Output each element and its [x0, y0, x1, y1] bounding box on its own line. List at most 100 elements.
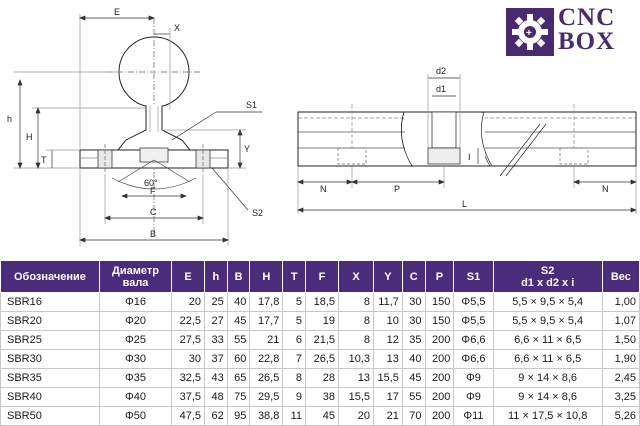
- technical-drawing: E X h H T Y S1 S2 60°: [7, 7, 637, 246]
- label-E: E: [114, 7, 120, 17]
- cell-E: 47,5: [171, 406, 206, 426]
- cell-F: 19: [305, 311, 339, 331]
- cell-B: 55: [226, 330, 251, 350]
- cell-P: 200: [424, 368, 455, 388]
- cell-H: 29,5: [249, 387, 284, 407]
- col-X: X: [337, 260, 375, 293]
- cell-E: 37,5: [171, 387, 206, 407]
- cell-B: 40: [226, 292, 251, 312]
- cell-Y: 10: [373, 311, 403, 331]
- cell-S1: Φ9: [453, 387, 494, 407]
- cell-H: 26,5: [249, 368, 284, 388]
- label-C: C: [150, 207, 157, 217]
- gear-icon: +: [506, 8, 554, 56]
- cell-F: 38: [305, 387, 339, 407]
- cell-S2: 6,6 × 11 × 6,5: [492, 349, 603, 369]
- cell-C: 55: [401, 387, 426, 407]
- cell-B: 45: [226, 311, 251, 331]
- cell-S1: Φ9: [453, 368, 494, 388]
- label-F: F: [150, 186, 156, 196]
- cell-weight: 1,00: [601, 292, 640, 312]
- cell-C: 40: [401, 349, 426, 369]
- cell-Y: 11,7: [373, 292, 403, 312]
- col-H: H: [249, 260, 284, 293]
- cell-name: SBR16: [0, 292, 100, 312]
- cell-Y: 15,5: [373, 368, 403, 388]
- cell-d: Φ30: [98, 349, 173, 369]
- label-h: h: [7, 114, 12, 124]
- cell-E: 20: [171, 292, 206, 312]
- cell-E: 27,5: [171, 330, 206, 350]
- col-S1: S1: [453, 260, 494, 293]
- cell-S2: 6,6 × 11 × 6,5: [492, 330, 603, 350]
- cell-S2: 5,5 × 9,5 × 5,4: [492, 311, 603, 331]
- label-angle: 60°: [144, 178, 158, 188]
- cell-weight: 2,45: [601, 368, 640, 388]
- cell-P: 150: [424, 311, 455, 331]
- cell-S1: Φ11: [453, 406, 494, 426]
- cell-h: 27: [204, 311, 228, 331]
- label-H: H: [26, 132, 33, 142]
- cell-S2: 9 × 14 × 8,6: [492, 387, 603, 407]
- col-Y: Y: [373, 260, 403, 293]
- logo-line-1: CNC: [558, 4, 616, 31]
- cell-H: 22,8: [249, 349, 284, 369]
- label-P: P: [394, 184, 400, 194]
- label-X: X: [174, 23, 180, 33]
- logo-line-2: BOX: [558, 28, 616, 55]
- label-L: L: [462, 199, 467, 209]
- cell-h: 43: [204, 368, 228, 388]
- cell-Y: 17: [373, 387, 403, 407]
- cell-F: 21,5: [305, 330, 339, 350]
- cell-name: SBR25: [0, 330, 100, 350]
- cell-h: 37: [204, 349, 228, 369]
- cell-H: 17,8: [249, 292, 284, 312]
- cell-T: 5: [282, 311, 307, 331]
- cell-T: 7: [282, 349, 307, 369]
- cell-weight: 1,90: [601, 349, 640, 369]
- table-row: SBR30 Φ30 30 37 60 22,8 7 26,5 10,3 13 4…: [0, 349, 640, 369]
- cell-S1: Φ6,6: [453, 330, 494, 350]
- table-row: SBR35 Φ35 32,5 43 65 26,5 8 28 13 15,5 4…: [0, 368, 640, 388]
- cell-T: 5: [282, 292, 307, 312]
- cell-T: 8: [282, 368, 307, 388]
- cell-F: 28: [305, 368, 339, 388]
- label-T: T: [41, 155, 47, 165]
- cell-P: 150: [424, 292, 455, 312]
- front-view: E X h H T Y S1 S2 60°: [7, 7, 263, 246]
- cell-weight: 1,50: [601, 330, 640, 350]
- table-row: SBR40 Φ40 37,5 48 75 29,5 9 38 15,5 17 5…: [0, 387, 640, 407]
- col-F: F: [305, 260, 339, 293]
- cell-X: 8: [337, 311, 375, 331]
- col-E: E: [171, 260, 206, 293]
- cell-h: 48: [204, 387, 228, 407]
- cell-P: 200: [424, 349, 455, 369]
- cell-Y: 12: [373, 330, 403, 350]
- side-view: d2 d1 I N P N L: [297, 66, 637, 214]
- cell-E: 30: [171, 349, 206, 369]
- cell-d: Φ16: [98, 292, 173, 312]
- label-N-right: N: [602, 184, 609, 194]
- label-B: B: [150, 229, 156, 239]
- cell-X: 10,3: [337, 349, 375, 369]
- label-S2: S2: [252, 208, 263, 218]
- cnc-box-logo: + CNC BOX: [506, 4, 634, 58]
- cell-H: 38,8: [249, 406, 284, 426]
- cell-name: SBR40: [0, 387, 100, 407]
- cell-d: Φ25: [98, 330, 173, 350]
- col-weight: Вес: [601, 260, 640, 293]
- cell-d: Φ20: [98, 311, 173, 331]
- label-d2: d2: [436, 66, 446, 76]
- table-row: SBR20 Φ20 22,5 27 45 17,7 5 19 8 10 30 1…: [0, 311, 640, 331]
- col-B: B: [226, 260, 251, 293]
- cell-X: 8: [337, 330, 375, 350]
- cell-name: SBR35: [0, 368, 100, 388]
- cell-weight: 3,25: [601, 387, 640, 407]
- cell-B: 65: [226, 368, 251, 388]
- col-P: P: [424, 260, 455, 293]
- cell-weight: 1,07: [601, 311, 640, 331]
